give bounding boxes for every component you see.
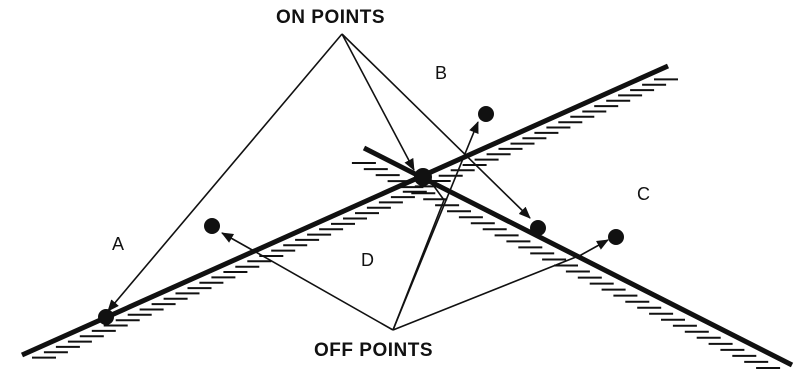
- arrow-off-point-c: [392, 239, 609, 331]
- hatching-center-boundary: [351, 162, 781, 369]
- arrow-on-point-a: [107, 33, 343, 312]
- on-points-arrows: [107, 33, 531, 312]
- region-label-a: A: [112, 234, 125, 254]
- arrow-on-point-c: [341, 33, 531, 219]
- region-label-c: C: [637, 184, 650, 204]
- off-point-b: [478, 106, 494, 122]
- off-point-d: [204, 218, 220, 234]
- hatching-long-boundary: [32, 78, 678, 359]
- arrow-on-point-intersection: [341, 33, 415, 171]
- off-points-label: OFF POINTS: [314, 340, 433, 361]
- off-point-c: [608, 229, 624, 245]
- boundary-line-rising: [20, 63, 670, 358]
- on-points-label: ON POINTS: [276, 7, 386, 28]
- off-points-arrows: [221, 121, 609, 331]
- arrow-off-point-d: [221, 232, 394, 331]
- on-point-a: [98, 309, 114, 325]
- test-points: [98, 106, 624, 325]
- region-label-b: B: [435, 63, 448, 83]
- on-point-intersection: [414, 168, 432, 186]
- on-point-c: [530, 220, 546, 236]
- line-off-to-intersection: [392, 177, 445, 331]
- region-label-d: D: [361, 250, 374, 270]
